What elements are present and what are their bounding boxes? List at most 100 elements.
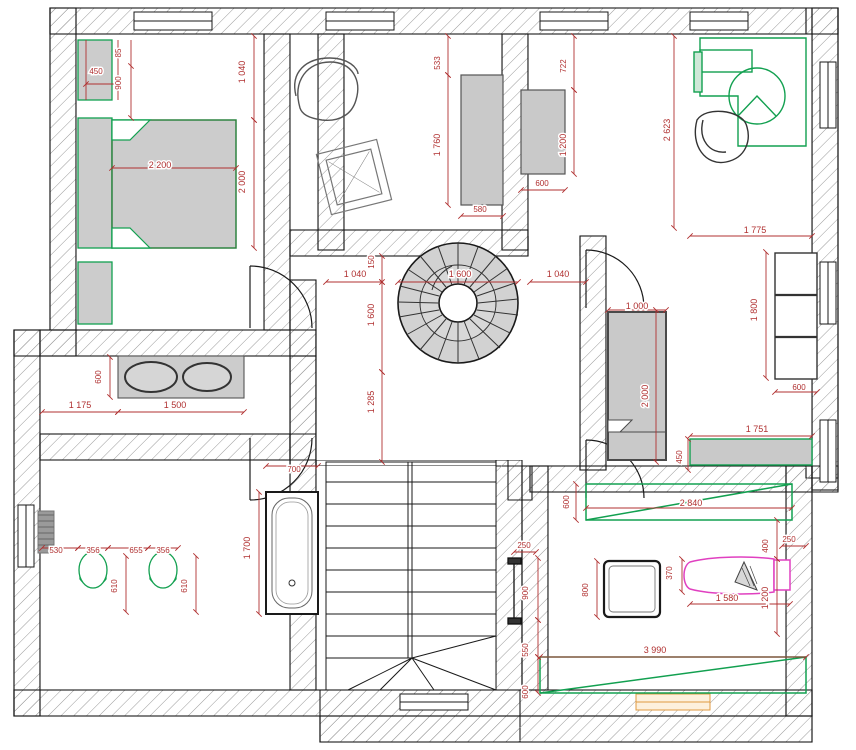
dimension-label-halo: 1 200 (760, 587, 770, 610)
win-n1 (133, 11, 213, 31)
dimension-label-halo: 600 (94, 370, 103, 384)
dimension-lines (38, 32, 821, 697)
dimension-label: 900 (521, 586, 530, 600)
dimension-label-halo: 533 (433, 56, 442, 70)
dimension-label: 550 (521, 643, 530, 657)
dimension-label-halo: 1 775 (744, 225, 767, 235)
iron (734, 560, 758, 591)
armchair-n (294, 57, 359, 121)
win-n4 (689, 11, 749, 31)
dimension-label: 700 (287, 465, 301, 474)
dimension-label-halo: 250 (782, 535, 796, 544)
win-s1 (399, 693, 469, 711)
windows (17, 11, 837, 711)
dimension-label-halo: 450 (89, 67, 103, 76)
dimension-label-halo: 1 751 (746, 424, 769, 434)
dimension-label-halo: 610 (180, 579, 189, 593)
dimension-label: 1 040 (547, 269, 570, 279)
dimension-label-halo: 250 (517, 541, 531, 550)
dimension-label: 2 000 (237, 171, 247, 194)
win-e2 (819, 261, 837, 325)
radiator-w (37, 510, 55, 554)
dimension-label: 1 500 (164, 400, 187, 410)
armchair-ne (694, 110, 749, 164)
dimension-label: 450 (675, 450, 684, 464)
win-n3 (539, 11, 609, 31)
dimension-label-halo: 600 (535, 179, 549, 188)
win-e3 (819, 419, 837, 483)
table-se (602, 559, 662, 619)
cabinet-600 (520, 89, 566, 175)
dimension-label: 370 (665, 566, 674, 580)
dimension-label: 1 040 (344, 269, 367, 279)
door-hall-w (249, 265, 313, 329)
dimension-label-halo: 1 600 (449, 269, 472, 279)
dimension-label-halo: 550 (521, 643, 530, 657)
dimension-label: 1 600 (449, 269, 472, 279)
toilet-1 (78, 551, 108, 589)
dimension-label: 450 (89, 67, 103, 76)
dimension-label: 1 580 (716, 593, 739, 603)
dimension-label-halo: 450 (675, 450, 684, 464)
straight-stair (325, 461, 497, 691)
dimension-label-halo: 2 840 (680, 498, 703, 508)
dimension-label: 1 800 (749, 299, 759, 322)
dimension-label-halo: 1 175 (69, 400, 92, 410)
dimension-label: 1 175 (69, 400, 92, 410)
dimension-label-halo: 1 760 (432, 134, 442, 157)
dimension-label: 356 (156, 546, 170, 555)
dimension-label: 1 040 (237, 61, 247, 84)
kitchen-counter (117, 355, 245, 399)
ramp-se (585, 483, 793, 521)
dimension-label: 2 623 (662, 119, 672, 142)
dimension-label-halo: 600 (521, 685, 530, 699)
dimension-label-halo: 1 000 (626, 301, 649, 311)
dimension-label-halo: 610 (110, 579, 119, 593)
dimension-label-halo: 150 (367, 255, 376, 269)
dimension-label: 600 (94, 370, 103, 384)
dimension-label: 1 600 (366, 304, 376, 327)
dimension-label-halo: 1 800 (749, 299, 759, 322)
bathtub (265, 491, 319, 615)
dimension-label-halo: 1 040 (237, 61, 247, 84)
dimension-label: 1 000 (626, 301, 649, 311)
dimension-label: 1 700 (242, 537, 252, 560)
dimension-label: 2 840 (680, 498, 703, 508)
dimension-label: 1 775 (744, 225, 767, 235)
dimension-label: 250 (517, 541, 531, 550)
dimension-label-halo: 1 285 (366, 391, 376, 414)
cabinet-580 (460, 74, 504, 206)
toilet-2 (148, 551, 178, 589)
dimension-label: 610 (180, 579, 189, 593)
dimension-label: 2 000 (640, 385, 650, 408)
win-n2 (325, 11, 395, 31)
dimension-label: 530 (49, 546, 63, 555)
spiral-stair (397, 242, 519, 364)
dimension-label-halo: 356 (86, 546, 100, 555)
dimension-label-halo: 530 (49, 546, 63, 555)
dimension-label-halo: 800 (581, 583, 590, 597)
dimension-label: 1 200 (558, 134, 568, 157)
win-e1 (819, 61, 837, 129)
win-w1 (17, 504, 35, 568)
dimension-label-halo: 600 (562, 495, 571, 509)
dimension-label: 655 (129, 546, 143, 555)
radiator-s (507, 557, 522, 625)
dimension-label-halo: 400 (761, 539, 770, 553)
dimension-label: 533 (433, 56, 442, 70)
dimension-label: 2 200 (149, 160, 172, 170)
dimension-label: 600 (535, 179, 549, 188)
dimension-label: 600 (521, 685, 530, 699)
dimension-label-halo: 900 (114, 76, 123, 90)
dimension-label: 250 (782, 535, 796, 544)
dimension-label: 1 751 (746, 424, 769, 434)
dimension-label-halo: 1 040 (344, 269, 367, 279)
dimension-label-halo: 3 990 (644, 645, 667, 655)
dimension-label-halo: 1 040 (547, 269, 570, 279)
dimension-label: 900 (114, 76, 123, 90)
dimension-label-halo: 1 200 (558, 134, 568, 157)
dimension-label-halo: 85 (114, 48, 123, 57)
dimension-label: 400 (761, 539, 770, 553)
